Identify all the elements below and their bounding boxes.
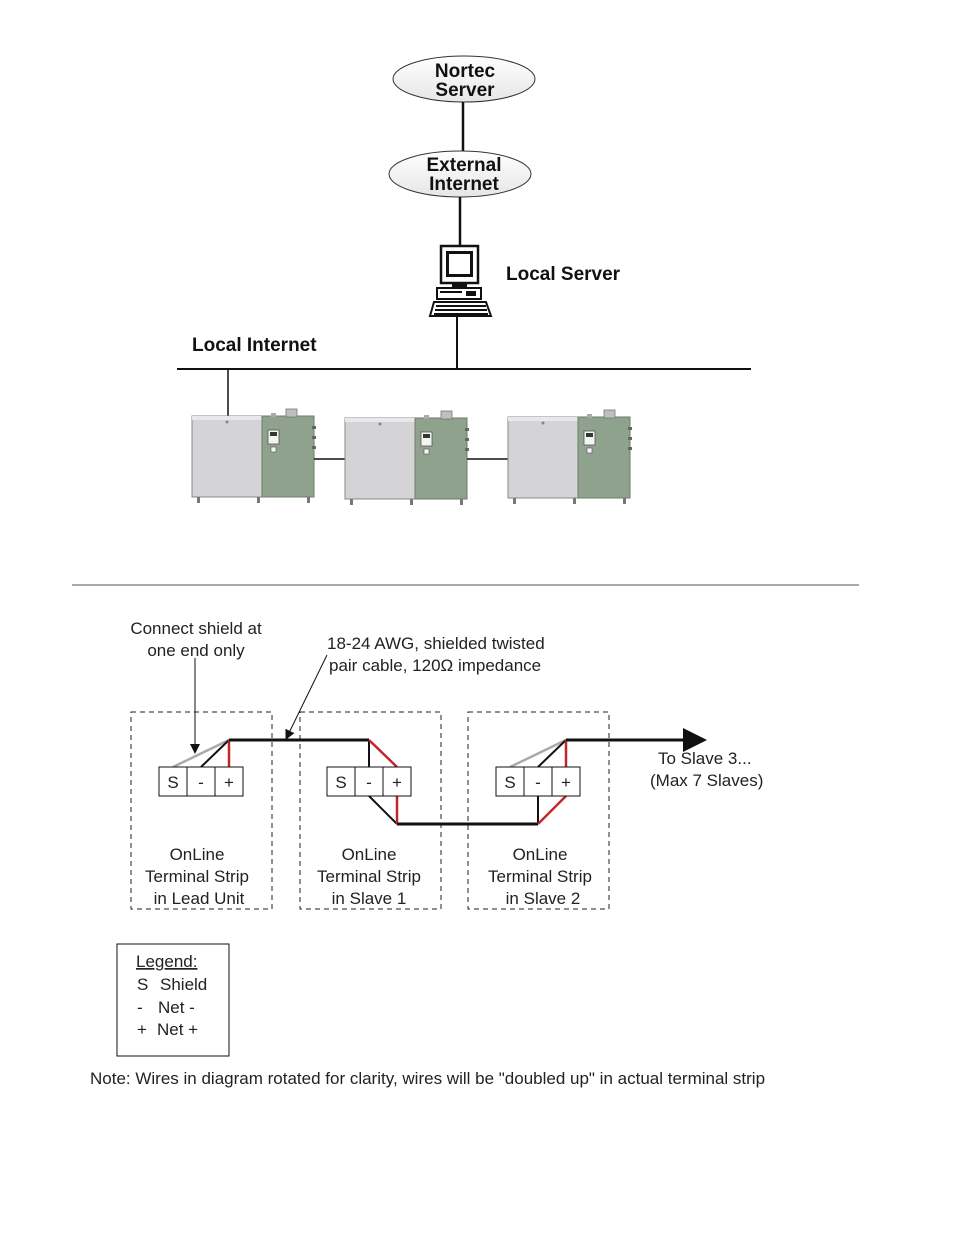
- caption-line: Terminal Strip: [317, 867, 421, 886]
- to-slave-label-line1: To Slave 3...: [658, 749, 752, 768]
- terminal-plus-label: +: [561, 773, 571, 792]
- nortec-server-node: Nortec Server: [392, 55, 536, 103]
- slave-2-wires: [509, 738, 568, 825]
- humidifier-unit-slave-1: [344, 410, 469, 505]
- slave-1-wires: [368, 739, 399, 825]
- local-server-label: Local Server: [506, 264, 621, 285]
- terminal-shield-label: S: [167, 773, 178, 792]
- external-internet-node: External Internet: [388, 150, 532, 198]
- nortec-server-label-line1: Nortec: [435, 61, 496, 82]
- legend-symbol: -: [137, 998, 143, 1017]
- slave-2-caption: OnLine Terminal Strip in Slave 2: [488, 845, 592, 908]
- to-slave-label-line2: (Max 7 Slaves): [650, 771, 763, 790]
- terminal-plus-label: +: [392, 773, 402, 792]
- legend-title: Legend:: [136, 952, 197, 971]
- legend-symbol: +: [137, 1020, 147, 1039]
- wiring-note: Note: Wires in diagram rotated for clari…: [90, 1069, 765, 1088]
- shield-note-line2: one end only: [147, 641, 245, 660]
- humidifier-unit-slave-2: [507, 409, 632, 504]
- terminal-shield-label: S: [335, 773, 346, 792]
- caption-line: OnLine: [342, 845, 397, 864]
- terminal-minus-label: -: [198, 773, 204, 792]
- local-internet-label: Local Internet: [192, 335, 317, 356]
- caption-line: Terminal Strip: [145, 867, 249, 886]
- terminal-minus-label: -: [366, 773, 372, 792]
- caption-line: in Lead Unit: [154, 889, 245, 908]
- slave-1-terminal-strip: S - +: [326, 766, 412, 797]
- external-internet-label-line1: External: [427, 155, 502, 176]
- shield-note-line1: Connect shield at: [130, 619, 262, 638]
- lead-unit-box: [130, 711, 273, 910]
- caption-line: in Slave 1: [332, 889, 407, 908]
- caption-line: Terminal Strip: [488, 867, 592, 886]
- cable-note-line2: pair cable, 120Ω impedance: [329, 656, 541, 675]
- lead-unit-caption: OnLine Terminal Strip in Lead Unit: [145, 845, 249, 908]
- legend-label: Shield: [160, 975, 207, 994]
- caption-line: OnLine: [513, 845, 568, 864]
- terminal-minus-label: -: [535, 773, 541, 792]
- lead-unit-terminal-strip: S - +: [158, 766, 244, 797]
- legend: Legend: S Shield - Net - + Net +: [116, 943, 230, 1057]
- computer-icon: [428, 244, 493, 317]
- caption-line: OnLine: [170, 845, 225, 864]
- slave-1-caption: OnLine Terminal Strip in Slave 1: [317, 845, 421, 908]
- legend-label: Net +: [157, 1020, 198, 1039]
- slave-1-box: [299, 711, 442, 910]
- legend-symbol: S: [137, 975, 148, 994]
- slave-2-box: [467, 711, 610, 910]
- slave-2-terminal-strip: S - +: [495, 766, 581, 797]
- caption-line: in Slave 2: [506, 889, 581, 908]
- external-internet-label-line2: Internet: [429, 174, 499, 195]
- legend-label: Net -: [158, 998, 195, 1017]
- nortec-server-label-line2: Server: [435, 80, 495, 101]
- cable-note-line1: 18-24 AWG, shielded twisted: [327, 634, 545, 653]
- terminal-plus-label: +: [224, 773, 234, 792]
- lead-unit-wires: [172, 738, 231, 769]
- cable-note-arrow: [285, 654, 328, 740]
- humidifier-unit-lead: [191, 408, 316, 503]
- terminal-shield-label: S: [504, 773, 515, 792]
